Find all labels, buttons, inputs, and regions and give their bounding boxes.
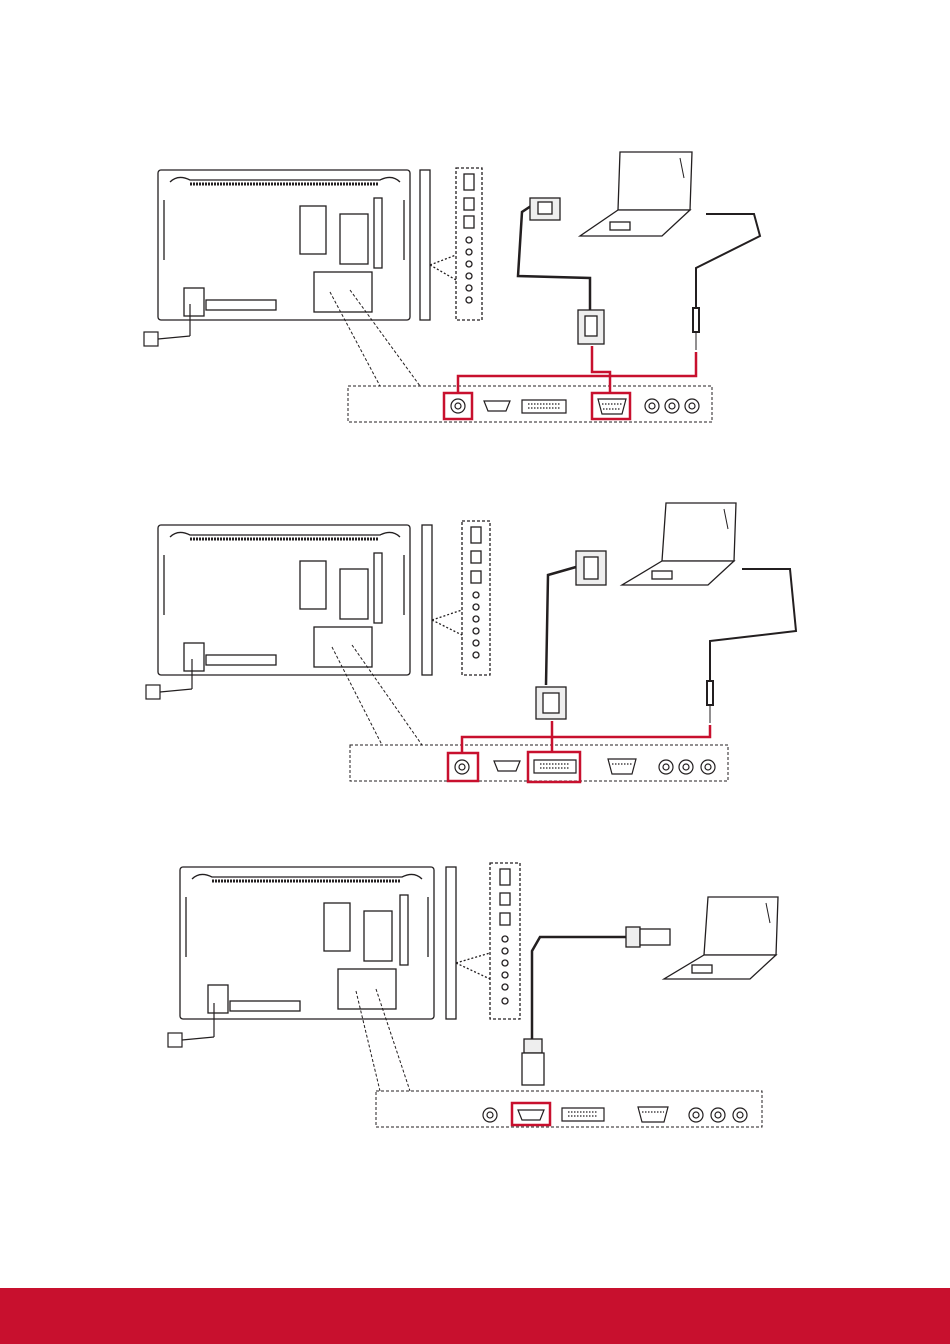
audio-out-ports — [645, 399, 699, 413]
monitor-side-view — [420, 168, 482, 320]
input-port-panel — [376, 1091, 762, 1127]
dvi-in-port — [562, 1108, 604, 1121]
hdmi-in-highlight — [512, 1103, 550, 1125]
monitor-back-view — [158, 170, 410, 320]
audio-in-port — [483, 1108, 497, 1122]
vga-in-port — [608, 759, 636, 774]
power-outlet-icon — [168, 1003, 214, 1047]
vga-in-port — [598, 399, 626, 414]
laptop-icon — [580, 152, 692, 236]
hdmi-in-port — [484, 401, 510, 411]
hdmi-in-port — [518, 1110, 544, 1120]
hdmi-connection-diagram — [0, 855, 950, 1155]
power-outlet-icon — [146, 659, 192, 699]
dvi-in-port — [522, 400, 566, 413]
audio-in-port — [451, 399, 465, 413]
input-port-panel — [350, 745, 728, 782]
input-port-panel — [348, 386, 712, 422]
audio-cable-icon — [707, 569, 796, 723]
hdmi-in-port — [494, 761, 520, 771]
footer-bar — [0, 1288, 950, 1344]
audio-out-ports — [689, 1108, 747, 1122]
connection-lines — [462, 721, 710, 753]
audio-cable-icon — [693, 214, 760, 350]
monitor-back-view — [180, 867, 434, 1019]
dvi-in-port — [534, 760, 576, 773]
audio-in-port — [455, 760, 469, 774]
audio-out-ports — [659, 760, 715, 774]
monitor-side-view — [446, 863, 520, 1019]
vga-in-port — [638, 1107, 668, 1122]
dvi-connection-svg — [0, 495, 950, 795]
hdmi-connection-svg — [0, 855, 950, 1155]
monitor-back-view — [158, 525, 410, 675]
vga-connection-diagram — [0, 140, 950, 440]
vga-connection-svg — [0, 140, 950, 440]
power-outlet-icon — [144, 304, 190, 346]
dvi-cable-icon — [536, 551, 606, 719]
monitor-side-view — [422, 521, 490, 675]
laptop-icon — [622, 503, 736, 585]
hdmi-cable-icon — [522, 927, 670, 1085]
dvi-connection-diagram — [0, 495, 950, 795]
vga-cable-icon — [518, 198, 604, 344]
dvi-in-highlight — [528, 752, 580, 782]
laptop-icon — [664, 897, 778, 979]
